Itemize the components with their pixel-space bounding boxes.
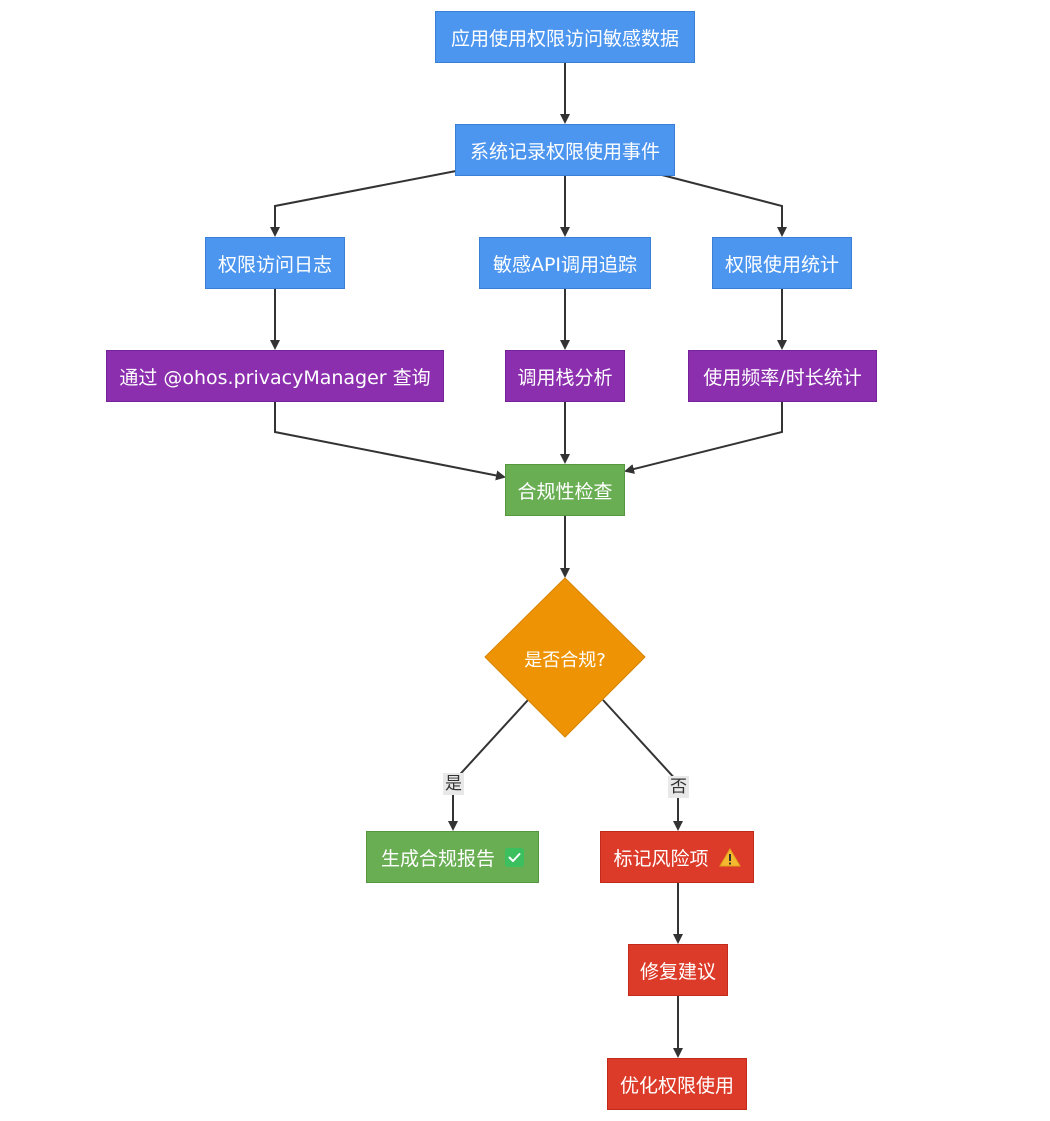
node-api-trace-label: 敏感API调用追踪 — [492, 253, 638, 276]
edge-decision-yes — [448, 699, 529, 831]
node-access-log-label: 权限访问日志 — [217, 253, 332, 276]
edge-label-no: 否 — [668, 776, 689, 798]
edge-system-to-stats — [661, 174, 787, 237]
check-mark-icon — [505, 847, 524, 867]
node-compliance-check: 合规性检查 — [505, 464, 625, 516]
node-app-access-label: 应用使用权限访问敏感数据 — [450, 27, 679, 50]
node-access-log: 权限访问日志 — [205, 237, 345, 289]
node-query: 通过 @ohos.privacyManager 查询 — [106, 350, 444, 402]
decision-label: 是否合规? — [524, 650, 606, 671]
node-system-record-label: 系统记录权限使用事件 — [469, 140, 660, 163]
node-optimize: 优化权限使用 — [607, 1058, 747, 1110]
node-report-label: 生成合规报告 — [380, 847, 495, 870]
node-flag-risk-label: 标记风险项 — [613, 847, 709, 870]
edge-freq-to-check — [624, 402, 783, 474]
node-freq-stats-label: 使用频率/时长统计 — [703, 366, 862, 389]
edge-query-to-check — [274, 402, 506, 481]
node-fix-advice: 修复建议 — [628, 944, 728, 996]
warning-icon — [718, 847, 741, 867]
node-usage-stats: 权限使用统计 — [712, 237, 852, 289]
decision-diamond — [484, 577, 646, 738]
node-freq-stats: 使用频率/时长统计 — [688, 350, 877, 402]
node-fix-advice-label: 修复建议 — [639, 960, 716, 983]
node-stack-analysis: 调用栈分析 — [505, 350, 625, 402]
edge-decision-no — [602, 699, 683, 831]
edge-label-yes: 是 — [443, 773, 464, 795]
node-api-trace: 敏感API调用追踪 — [479, 237, 651, 289]
node-report: 生成合规报告 — [366, 831, 539, 883]
node-usage-stats-label: 权限使用统计 — [724, 253, 839, 276]
node-app-access: 应用使用权限访问敏感数据 — [435, 11, 695, 63]
node-system-record: 系统记录权限使用事件 — [455, 124, 675, 176]
node-query-label: 通过 @ohos.privacyManager 查询 — [119, 366, 431, 389]
node-compliance-check-label: 合规性检查 — [517, 480, 613, 503]
node-flag-risk: 标记风险项 — [600, 831, 754, 883]
node-stack-analysis-label: 调用栈分析 — [517, 366, 613, 389]
node-optimize-label: 优化权限使用 — [619, 1074, 734, 1097]
edge-system-to-log — [270, 170, 457, 237]
